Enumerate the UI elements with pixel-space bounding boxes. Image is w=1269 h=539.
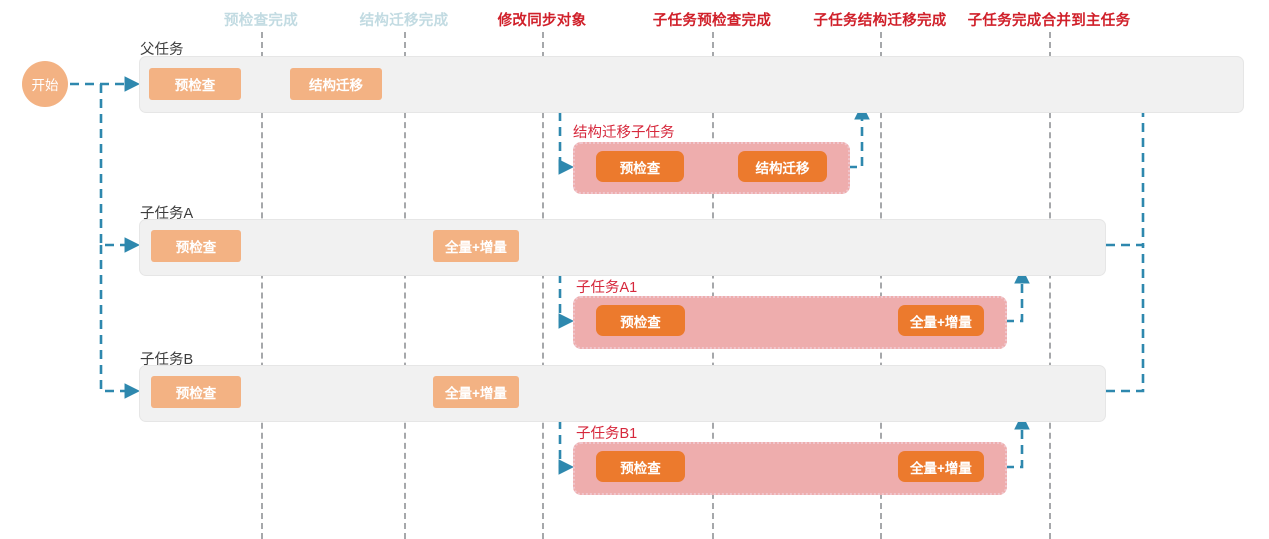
milestone-gridline [542, 32, 544, 539]
milestone-label: 子任务结构迁移完成 [813, 13, 947, 29]
lane-title-subtask-a: 子任务A [140, 206, 194, 222]
task-chip[interactable]: 全量+增量 [433, 230, 519, 262]
lane-subtask-b[interactable] [139, 365, 1106, 422]
task-chip[interactable]: 结构迁移 [290, 68, 382, 100]
milestone-gridline [1049, 32, 1051, 539]
edge-struct-subtask-to-parent [848, 103, 870, 169]
milestone-gridline [880, 32, 882, 539]
subgroup-title-subtask-a1: 子任务A1 [576, 280, 638, 296]
edge-subtask-b-to-b1 [558, 420, 575, 475]
subtask-chip[interactable]: 全量+增量 [898, 451, 984, 482]
start-node[interactable]: 开始 [22, 61, 68, 107]
subtask-chip[interactable]: 预检查 [596, 305, 685, 336]
edge-start-to-subtask-b [99, 245, 141, 399]
subtask-chip[interactable]: 结构迁移 [738, 151, 827, 182]
edge-a1-to-subtask-a [1005, 267, 1030, 323]
milestone-gridline [261, 32, 263, 539]
milestone-label: 子任务预检查完成 [652, 13, 772, 29]
lane-title-parent-task: 父任务 [140, 42, 184, 58]
milestone-label: 子任务完成合并到主任务 [967, 13, 1131, 29]
start-node-label: 开始 [31, 78, 59, 93]
subtask-chip[interactable]: 预检查 [596, 151, 684, 182]
milestone-label: 修改同步对象 [497, 13, 587, 29]
milestone-gridline [712, 32, 714, 539]
task-chip[interactable]: 预检查 [151, 376, 241, 408]
subgroup-title-subtask-b1: 子任务B1 [576, 426, 638, 442]
subtask-chip[interactable]: 预检查 [596, 451, 685, 482]
milestone-label: 结构迁移完成 [359, 13, 449, 29]
subtask-chip[interactable]: 全量+增量 [898, 305, 984, 336]
edge-b1-to-subtask-b [1005, 413, 1030, 469]
task-chip[interactable]: 预检查 [149, 68, 241, 100]
task-chip[interactable]: 预检查 [151, 230, 241, 262]
edge-subtask-b-merge [1106, 245, 1145, 393]
edge-start-to-subtask-a [99, 84, 141, 253]
milestone-gridline [404, 32, 406, 539]
edge-parent-to-struct-subtask [558, 112, 575, 175]
edge-subtask-a-to-a1 [558, 274, 575, 329]
task-chip[interactable]: 全量+增量 [433, 376, 519, 408]
subgroup-title-struct-migrate-subtask: 结构迁移子任务 [573, 125, 675, 141]
lane-subtask-a[interactable] [139, 219, 1106, 276]
lane-title-subtask-b: 子任务B [140, 352, 194, 368]
milestone-label: 预检查完成 [224, 13, 298, 29]
